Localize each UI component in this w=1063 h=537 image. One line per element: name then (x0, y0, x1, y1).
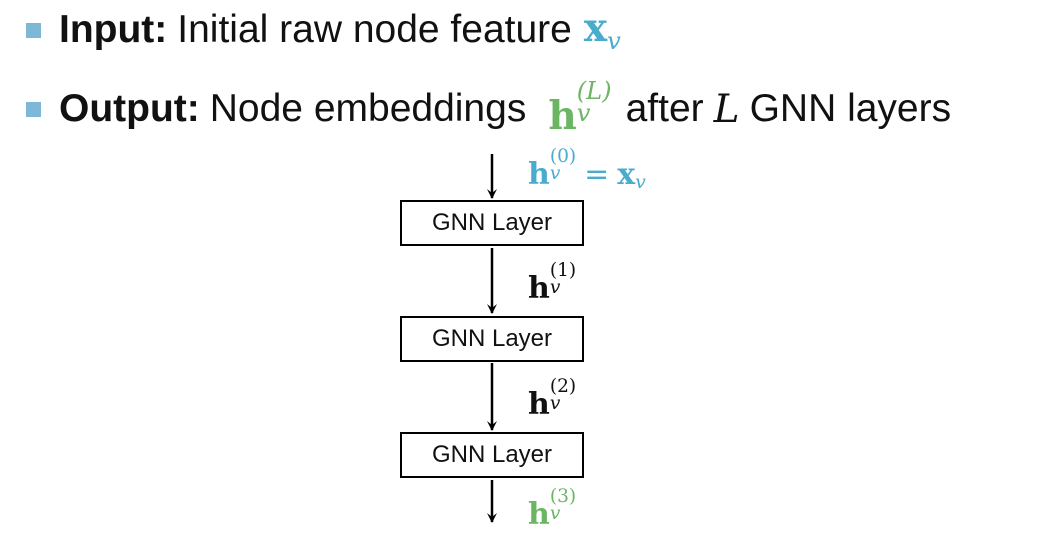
h0-base: h (528, 157, 550, 192)
h0-sup: (0) (549, 146, 577, 167)
input-math-xv: x v (584, 5, 621, 55)
bullet-input: Input: Initial raw node feature x v (26, 5, 621, 55)
output-label: Output: (59, 87, 200, 130)
h3-base: h (528, 497, 550, 532)
input-math-base: x (583, 5, 608, 51)
h0-label: h (0) v = x v (528, 146, 646, 193)
input-label: Input: (59, 8, 168, 51)
output-math-sub: v (576, 99, 591, 128)
h3-sup: (3) (549, 486, 577, 507)
h2-base: h (528, 387, 550, 422)
input-text: Initial raw node feature (177, 8, 572, 51)
h0-supsub: (0) v (549, 146, 577, 184)
output-after-post: GNN layers (749, 87, 952, 130)
h2-supsub: (2) v (549, 376, 577, 414)
h2-sub: v (549, 392, 561, 414)
h1-label: h (1) v (528, 260, 577, 306)
h3-supsub: (3) v (549, 486, 577, 524)
input-math-sub: v (607, 27, 621, 55)
output-after-var: L (713, 86, 740, 132)
h2-label: h (2) v (528, 376, 577, 422)
h1-base: h (528, 271, 550, 306)
gnn-layer-box-2: GNN Layer (400, 316, 584, 362)
h1-sub: v (549, 276, 561, 298)
h0-rhs-sub: v (635, 172, 646, 193)
output-math-hvL: h (L) v (548, 79, 611, 139)
h3-label: h (3) v (528, 486, 577, 532)
h3-sub: v (549, 502, 561, 524)
gnn-layer-box-1: GNN Layer (400, 200, 584, 246)
output-math-supsub: (L) v (576, 77, 612, 128)
output-math-sup: (L) (576, 77, 612, 105)
h1-sup: (1) (549, 260, 577, 281)
bullet-square-icon (26, 101, 41, 117)
bullet-output: Output: Node embeddings h (L) v after L … (26, 78, 951, 140)
h0-rhs-base: x (617, 157, 636, 192)
h1-supsub: (1) v (549, 260, 577, 298)
output-text: Node embeddings (209, 87, 527, 130)
output-after-pre: after (625, 87, 704, 130)
h0-eq: = (584, 157, 610, 192)
gnn-layer-box-3: GNN Layer (400, 432, 584, 478)
h2-sup: (2) (549, 376, 577, 397)
output-math-base: h (548, 93, 577, 139)
h0-sub: v (549, 162, 561, 184)
bullet-square-icon (26, 22, 41, 38)
